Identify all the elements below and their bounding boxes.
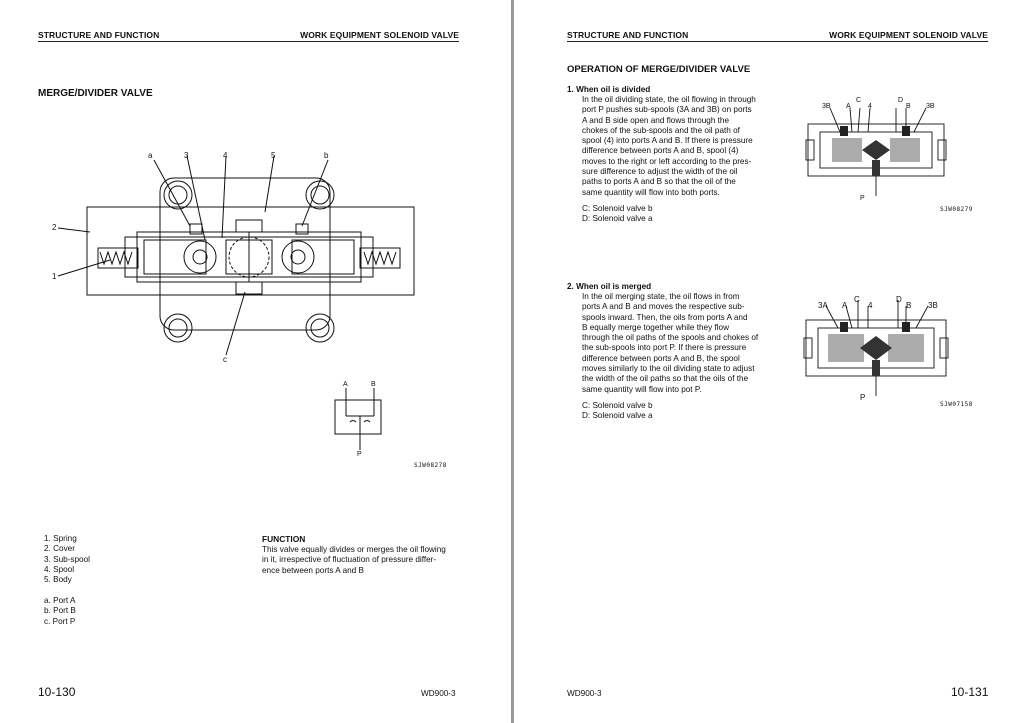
svg-text:A: A [842,301,848,310]
figure-code: SJW08279 [940,206,973,213]
list-item: c. Port P [44,616,76,626]
figure-code: SJW07158 [940,401,973,408]
section1-heading: 1. When oil is divided [567,85,651,94]
list-item: 4. Spool [44,564,75,574]
callout-c: c [223,355,227,364]
header-left: STRUCTURE AND FUNCTION [567,30,689,40]
symbol-label-a: A [343,381,348,388]
merged-state-diagram: 3A A C 4 D B 3B P [803,295,949,402]
symbol-label-p: P [357,451,362,458]
figure-code: SJW08278 [414,462,447,469]
svg-text:3B: 3B [928,301,938,310]
page-title: OPERATION OF MERGE/DIVIDER VALVE [567,64,751,75]
callout-4: 4 [223,151,228,160]
divided-state-diagram: 3B A C 4 D B 3B P [805,97,947,202]
page-number: 10-130 [38,685,76,699]
right-page: STRUCTURE AND FUNCTION WORK EQUIPMENT SO… [514,0,1024,723]
header-left: STRUCTURE AND FUNCTION [38,30,160,40]
list-item: a. Port A [44,596,76,605]
callout-a: a [148,151,153,160]
callout-1: 1 [52,272,57,281]
parts-list: 1. Spring 2. Cover 3. Sub-spool 4. Spool… [44,534,90,585]
svg-text:3B: 3B [926,103,935,110]
page-title: MERGE/DIVIDER VALVE [38,88,153,99]
svg-text:4: 4 [868,103,872,110]
section2-text: In the oil merging state, the oil flows … [582,292,759,394]
list-item: 1. Spring [44,534,77,543]
svg-text:C: C [856,97,861,104]
svg-text:P: P [860,393,865,402]
svg-text:B: B [906,301,911,310]
hydraulic-symbol: A B P [334,381,382,458]
header-right: WORK EQUIPMENT SOLENOID VALVE [300,30,459,40]
function-text: This valve equally divides or merges the… [262,545,446,575]
section1-text: In the oil dividing state, the oil flowi… [582,95,756,197]
list-item: 5. Body [44,575,72,585]
function-heading: FUNCTION [262,534,306,544]
section1-notes: C: Solenoid valve b D: Solenoid valve a [582,204,653,224]
header-rule [38,41,459,42]
svg-text:4: 4 [868,301,873,310]
page-number: 10-131 [951,685,989,699]
svg-text:P: P [860,195,865,202]
model-label: WD900-3 [421,689,456,698]
svg-text:C: C [854,295,860,304]
callout-b: b [324,151,329,160]
section2-heading: 2. When oil is merged [567,282,652,291]
ports-list: a. Port A b. Port B c. Port P [44,596,76,627]
section2-notes: C: Solenoid valve b D: Solenoid valve a [582,401,653,421]
svg-text:3A: 3A [818,301,828,310]
left-page: STRUCTURE AND FUNCTION WORK EQUIPMENT SO… [0,0,511,723]
svg-text:D: D [898,97,903,104]
callout-3: 3 [184,151,189,160]
list-item: b. Port B [44,606,76,616]
callout-2: 2 [52,223,57,232]
model-label: WD900-3 [567,689,602,698]
svg-text:A: A [846,103,851,110]
header-right: WORK EQUIPMENT SOLENOID VALVE [829,30,988,40]
list-item: 3. Sub-spool [44,554,90,564]
symbol-label-b: B [371,381,376,388]
svg-text:B: B [906,103,911,110]
header-rule [567,41,988,42]
list-item: 2. Cover [44,544,75,554]
svg-text:D: D [896,295,902,304]
valve-cross-section-drawing: a 3 4 5 b 2 1 c [52,151,415,364]
callout-5: 5 [271,151,276,160]
svg-text:3B: 3B [822,103,831,110]
page-divider [511,0,514,723]
